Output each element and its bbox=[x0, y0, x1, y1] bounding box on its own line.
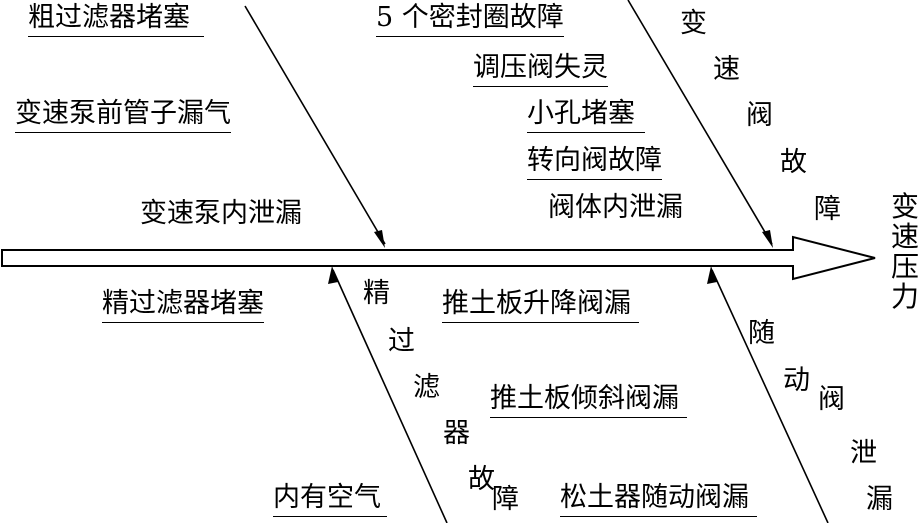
spine-arrow bbox=[1, 235, 876, 281]
bone-lower-right bbox=[711, 269, 829, 523]
category-char: 变 bbox=[680, 8, 707, 39]
cause-coarse-filter: 粗过滤器堵塞 bbox=[28, 2, 204, 37]
cause-steering-valve: 转向阀故障 bbox=[527, 145, 662, 180]
category-char: 精 bbox=[363, 278, 390, 309]
cause-valve-body-leak: 阀体内泄漏 bbox=[548, 192, 683, 223]
effect-char: 速 bbox=[890, 220, 919, 253]
effect-char: 力 bbox=[890, 280, 919, 313]
bone-upper-right bbox=[627, 0, 773, 245]
effect-char: 变 bbox=[890, 190, 919, 223]
category-char: 阀 bbox=[818, 384, 845, 415]
effect-char: 压 bbox=[890, 250, 919, 283]
category-char: 随 bbox=[748, 318, 775, 349]
effect-label: 变速压力 bbox=[888, 192, 920, 312]
cause-blade-lift-valve: 推土板升降阀漏 bbox=[442, 288, 639, 323]
cause-ripper-valve: 松土器随动阀漏 bbox=[560, 482, 757, 517]
cause-pump-internal-leak: 变速泵内泄漏 bbox=[140, 198, 302, 229]
category-char: 故 bbox=[780, 147, 807, 178]
category-char: 阀 bbox=[746, 100, 773, 131]
category-char: 滤 bbox=[413, 372, 440, 403]
category-char: 过 bbox=[388, 326, 415, 357]
cause-air-inside: 内有空气 bbox=[273, 482, 387, 517]
category-char: 泄 bbox=[850, 438, 877, 469]
cause-pump-pipe-leak: 变速泵前管子漏气 bbox=[15, 98, 231, 133]
category-char: 障 bbox=[814, 194, 841, 225]
category-char: 速 bbox=[713, 54, 740, 85]
cause-fine-filter: 精过滤器堵塞 bbox=[102, 288, 264, 323]
cause-pressure-valve: 调压阀失灵 bbox=[473, 52, 608, 87]
category-char: 器 bbox=[443, 418, 470, 449]
category-char: 障 bbox=[492, 484, 519, 515]
category-char: 故 bbox=[468, 464, 495, 495]
bone-upper-left bbox=[244, 5, 386, 245]
category-char: 动 bbox=[783, 365, 810, 396]
category-char: 漏 bbox=[866, 484, 893, 515]
cause-blade-tilt-valve: 推土板倾斜阀漏 bbox=[490, 383, 687, 418]
cause-orifice-blocked: 小孔堵塞 bbox=[527, 98, 645, 133]
cause-seal-rings: 5 个密封圈故障 bbox=[376, 2, 564, 37]
bone-lower-left bbox=[332, 269, 448, 523]
